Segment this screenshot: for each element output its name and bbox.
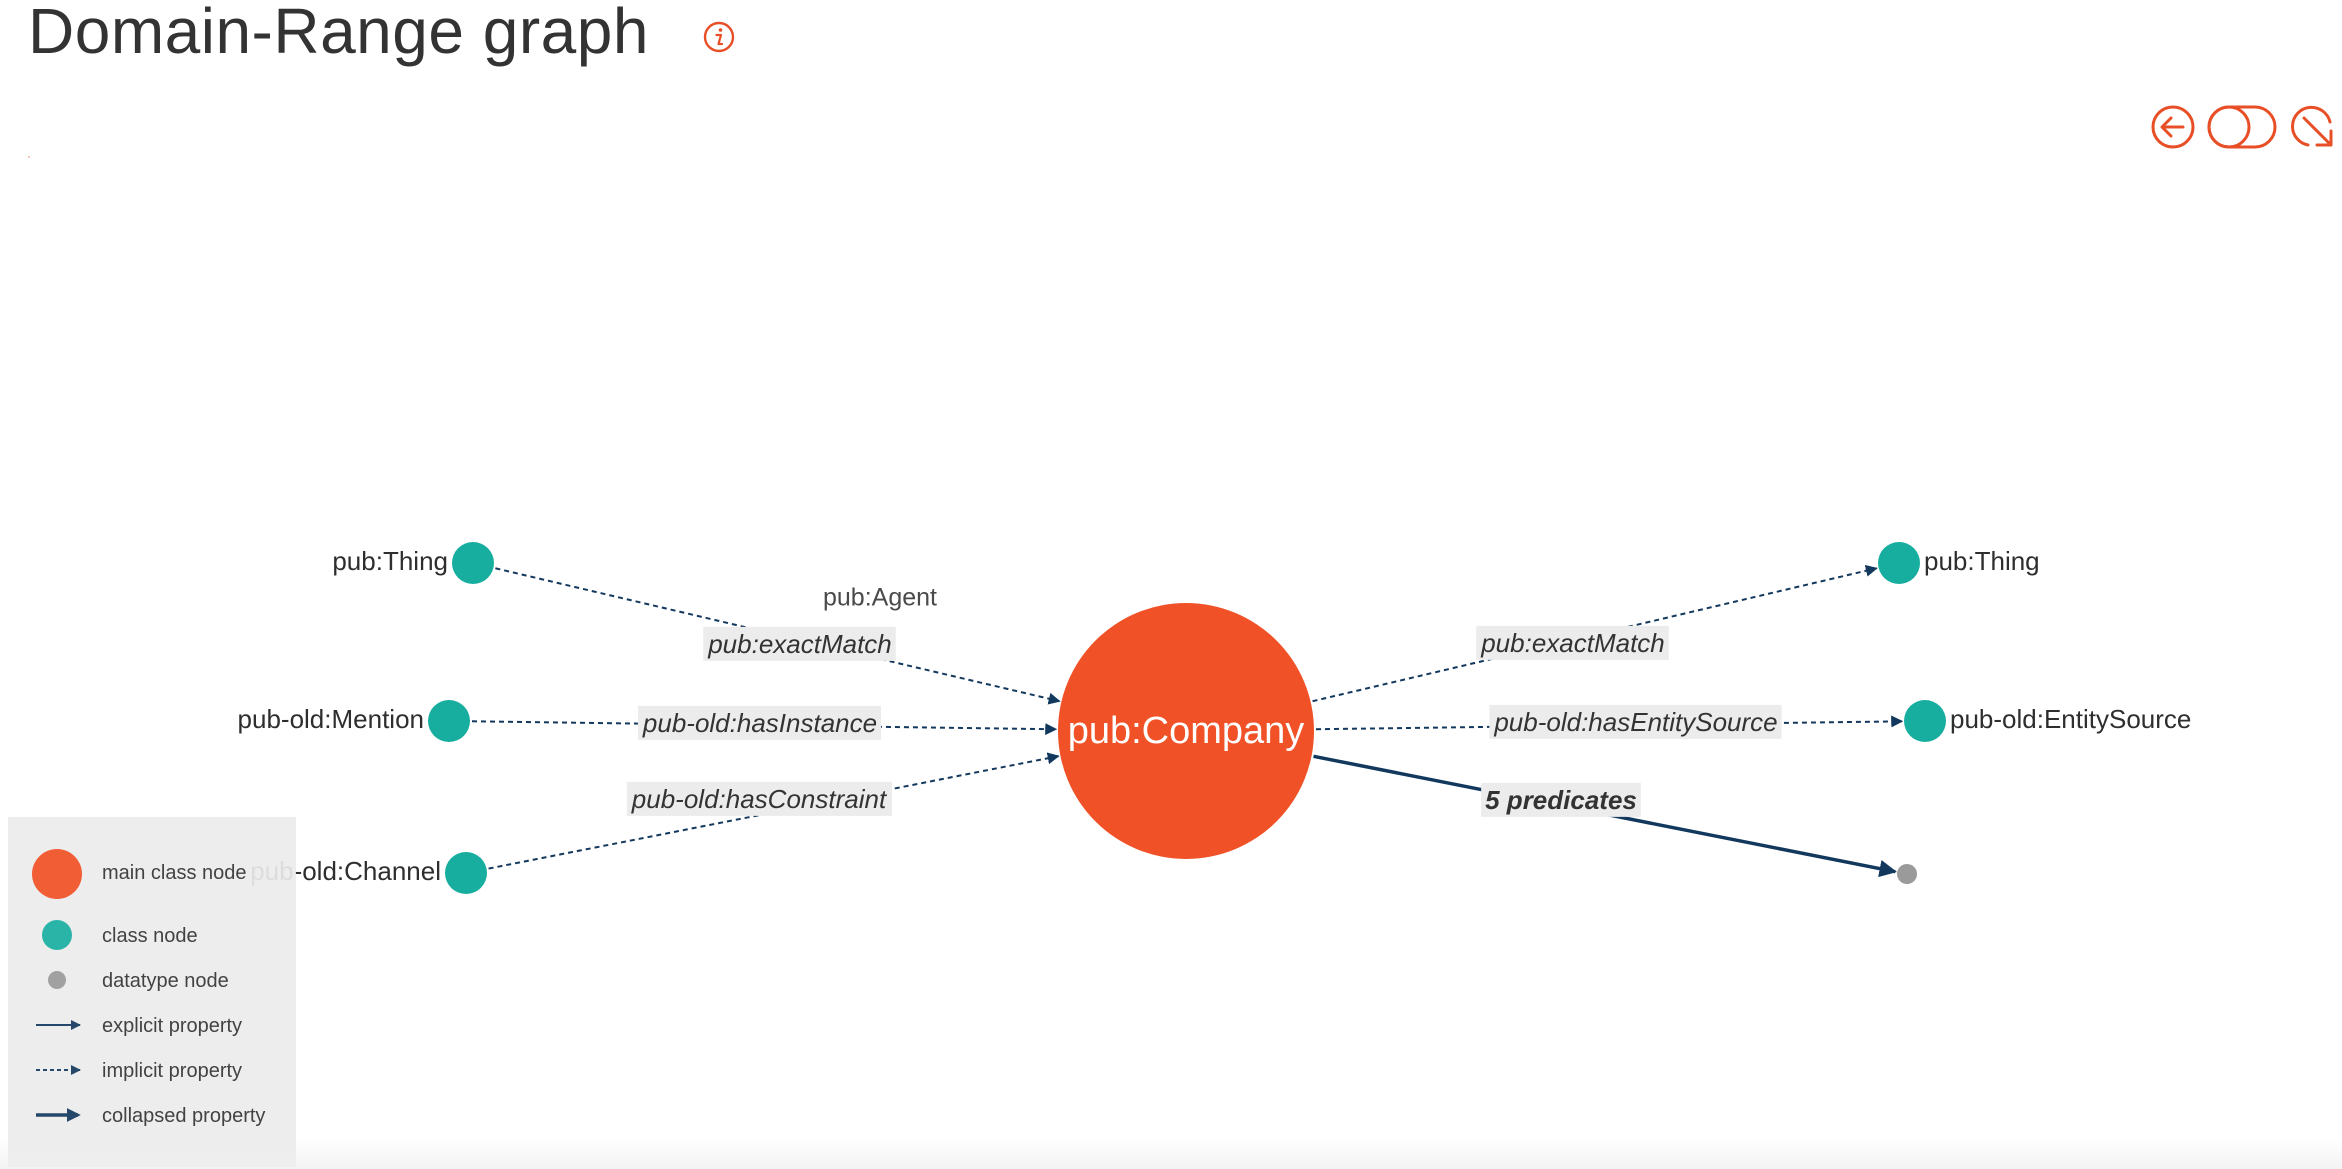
- toggle-button[interactable]: [2206, 104, 2278, 155]
- legend-item-explicit: explicit property: [8, 1005, 296, 1045]
- back-button[interactable]: [2150, 104, 2196, 155]
- labels-layer: pub:exactMatch pub-old:hasInstance pub-old…: [626, 584, 1782, 817]
- edge-label[interactable]: pub:exactMatch: [703, 626, 896, 661]
- edge-label-background: [626, 781, 892, 816]
- loading-indicator: [28, 156, 30, 158]
- legend-label: class node: [102, 925, 198, 947]
- edge-label-text: pub-old:hasEntitySource: [1493, 707, 1777, 737]
- implicit-property-swatch: [36, 1065, 81, 1075]
- legend-label: collapsed property: [102, 1105, 266, 1127]
- edge-label-text: pub:exactMatch: [707, 629, 892, 659]
- class-node-label: pub-old:EntitySource: [1950, 704, 2191, 734]
- collapse-button[interactable]: [2290, 104, 2336, 155]
- legend: main class node class node datatype node…: [8, 817, 296, 1167]
- legend-item-implicit: implicit property: [8, 1050, 296, 1090]
- main-class-node[interactable]: [1058, 603, 1314, 859]
- edge-label-background: [703, 626, 896, 661]
- class-node-thing-right[interactable]: [1878, 542, 1920, 584]
- legend-item-class: class node: [8, 915, 296, 955]
- info-icon[interactable]: [702, 20, 736, 54]
- datatype-node[interactable]: [1897, 864, 1917, 884]
- class-node-entity-source[interactable]: [1904, 700, 1946, 742]
- edge-label[interactable]: 5 predicates: [1481, 782, 1641, 817]
- explicit-property-swatch: [36, 1020, 81, 1030]
- edge-label-text: pub-old:hasInstance: [642, 708, 877, 738]
- edge-label[interactable]: pub-old:hasConstraint: [626, 781, 892, 816]
- toggle-switch-icon: [2207, 105, 2277, 149]
- class-node-channel[interactable]: [445, 852, 487, 894]
- nodes-layer: pub:Company pub:Thing pub-old:Mention pub-o…: [238, 542, 2191, 894]
- edge-entity-source[interactable]: [1315, 715, 1904, 731]
- edge-label[interactable]: pub-old:hasInstance: [637, 705, 882, 740]
- class-node-swatch: [42, 920, 72, 950]
- bottom-fade: [0, 1139, 2342, 1169]
- class-node-label: pub-old:Mention: [238, 704, 424, 734]
- collapsed-property-swatch: [36, 1108, 81, 1122]
- arrow-down-right-circle-icon: [2291, 105, 2333, 147]
- datatype-node-swatch: [48, 971, 66, 989]
- main-node-swatch: [32, 849, 82, 899]
- edge-label-text: pub-old:hasConstraint: [631, 784, 888, 814]
- floating-label-agent: pub:Agent: [823, 584, 937, 612]
- edge-label-background: [637, 705, 882, 740]
- legend-item-main: main class node: [8, 846, 296, 902]
- edge-label-background: [1481, 782, 1641, 817]
- legend-label: main class node: [102, 862, 247, 884]
- legend-label: explicit property: [102, 1015, 243, 1037]
- arrow-left-circle-icon: [2151, 105, 2195, 149]
- legend-item-datatype: datatype node: [8, 960, 296, 1000]
- edge-label-text: 5 predicates: [1485, 785, 1637, 815]
- legend-item-collapsed: collapsed property: [8, 1095, 296, 1135]
- edge-label[interactable]: pub:exactMatch: [1476, 625, 1669, 660]
- page-title: Domain-Range graph: [28, 0, 649, 67]
- legend-label: implicit property: [102, 1060, 243, 1082]
- class-node-label: pub:Thing: [1924, 546, 2040, 576]
- class-node-mention[interactable]: [428, 700, 470, 742]
- main-node-label: pub:Company: [1068, 710, 1305, 752]
- edge-label-text: pub:exactMatch: [1480, 628, 1665, 658]
- class-node-thing-left[interactable]: [452, 542, 494, 584]
- edge-label[interactable]: pub-old:hasEntitySource: [1489, 704, 1782, 739]
- class-node-label: pub:Thing: [332, 546, 448, 576]
- legend-label: datatype node: [102, 970, 229, 992]
- edge-label-background: [1489, 704, 1782, 739]
- edge-label-background: [1476, 625, 1669, 660]
